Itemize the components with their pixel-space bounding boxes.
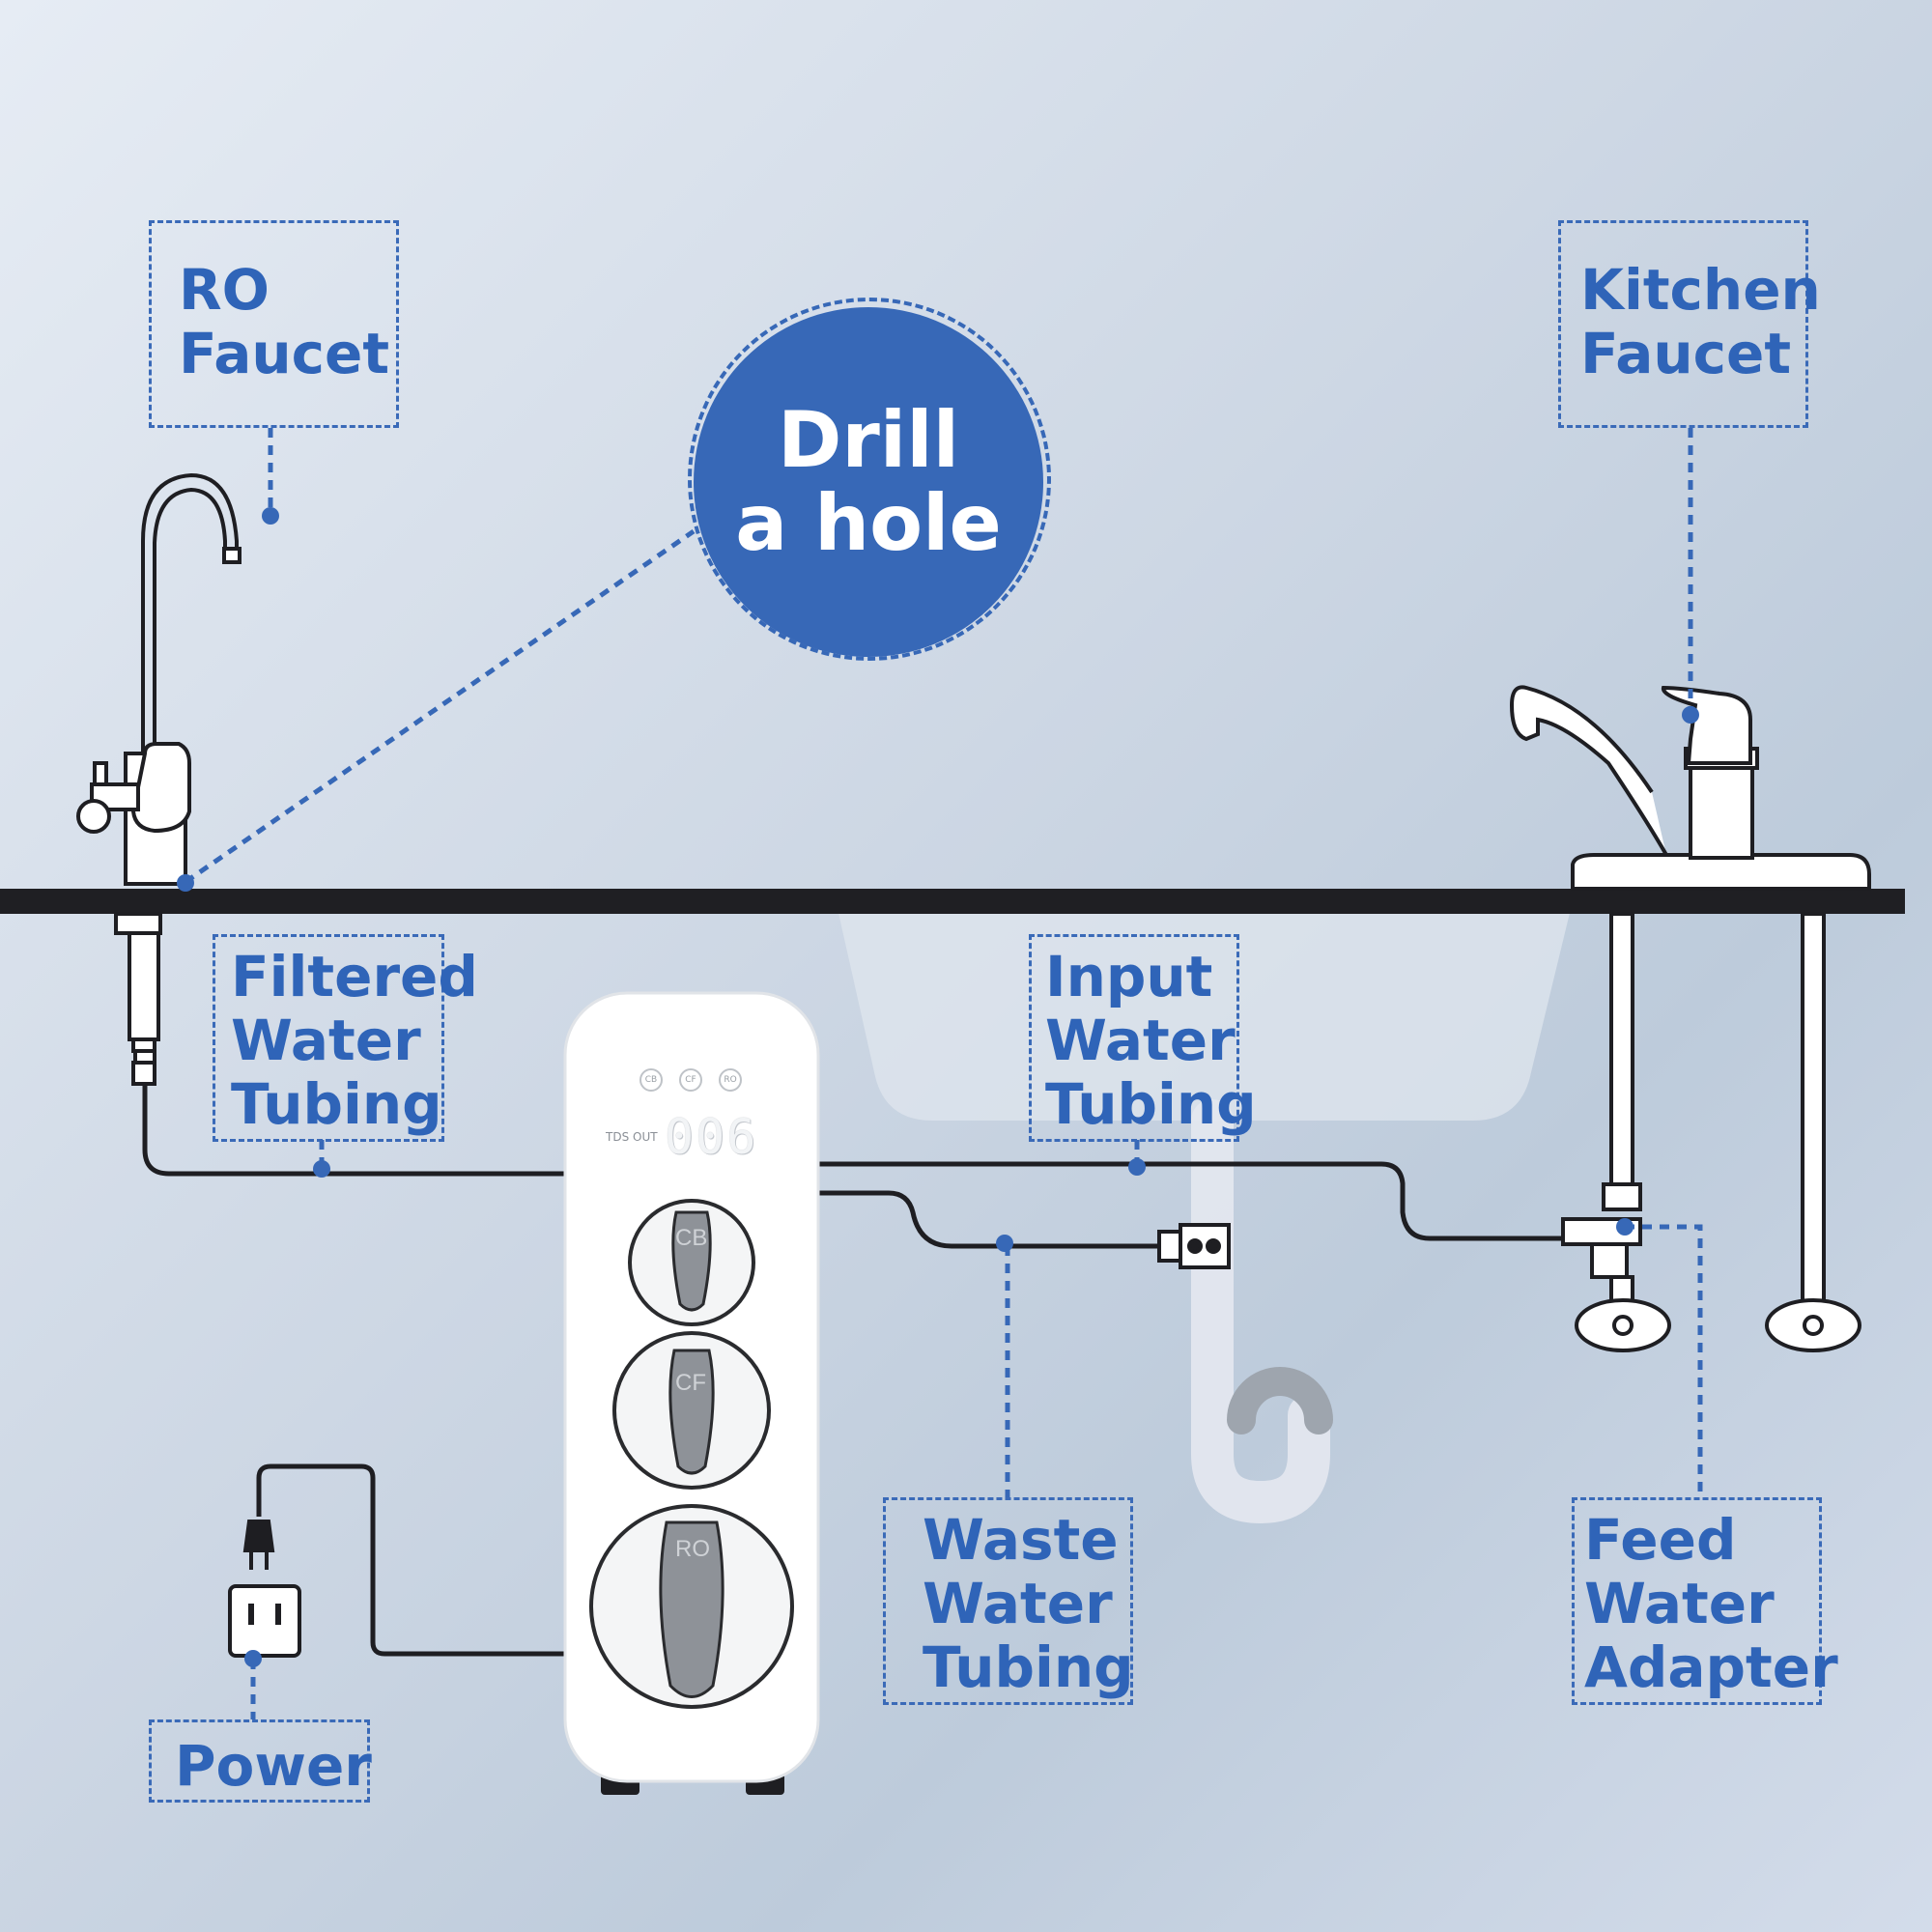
ro-purifier-device (563, 991, 820, 1795)
power-line-1: Power (175, 1733, 372, 1799)
countertop (0, 889, 1905, 914)
waste-water-line (816, 1190, 1159, 1249)
device-button-ro: RO (719, 1068, 742, 1092)
waste-water-line-1: Waste (923, 1507, 1119, 1573)
waste-water-tubing-label: Waste Water Tubing (883, 1497, 1134, 1705)
dial-cf-label: CF (675, 1370, 706, 1396)
device-button-cb: CB (639, 1068, 663, 1092)
sink-basin (838, 913, 1570, 1121)
filtered-water-line-1: Filtered (231, 944, 478, 1009)
device-button-cf: CF (679, 1068, 702, 1092)
drill-hole-ring (688, 298, 1051, 661)
ro-faucet-line-2: Faucet (179, 321, 390, 386)
drill-hole-badge: Drill a hole (694, 307, 1043, 657)
dial-ro (589, 1504, 794, 1709)
waste-water-line-2: Water (923, 1571, 1113, 1636)
power-plug (228, 1520, 301, 1658)
power-label: Power (149, 1719, 372, 1803)
dial-cb-label: CB (675, 1225, 708, 1251)
input-water-line-2: Water (1045, 1008, 1236, 1073)
ro-faucet-drawing (76, 472, 242, 1086)
ro-faucet-label: RO Faucet (149, 220, 399, 428)
drain-pipe (1191, 1099, 1330, 1524)
feed-water-line-3: Adapter (1584, 1634, 1838, 1700)
tubing-lines (142, 1082, 1563, 1657)
drill-line-2: a hole (735, 478, 1002, 568)
dial-cb (628, 1199, 755, 1326)
leader-dots (177, 507, 1699, 1667)
input-water-tubing-label: Input Water Tubing (1029, 934, 1257, 1142)
feed-water-line-2: Water (1584, 1571, 1775, 1636)
drain-trap (1227, 1367, 1333, 1435)
power-cord (256, 1463, 570, 1657)
input-water-line-3: Tubing (1045, 1071, 1257, 1137)
filtered-water-line-3: Tubing (231, 1071, 442, 1137)
feed-water-adapter-label: Feed Water Adapter (1572, 1497, 1838, 1705)
tds-display-value: 006 (665, 1109, 758, 1165)
kitchen-faucet-drawing (1509, 685, 1871, 1352)
filtered-water-line-2: Water (231, 1008, 421, 1073)
input-water-line-1: Input (1045, 944, 1213, 1009)
kitchen-faucet-line-1: Kitchen (1580, 257, 1821, 323)
drill-line-1: Drill (777, 395, 960, 485)
waste-connector (1157, 1223, 1231, 1269)
feed-water-line-1: Feed (1584, 1507, 1737, 1573)
tds-label: TDS OUT (606, 1130, 658, 1144)
kitchen-faucet-line-2: Faucet (1580, 321, 1792, 386)
dial-ro-label: RO (675, 1536, 710, 1562)
input-water-line (816, 1161, 1563, 1241)
filtered-water-line (142, 1082, 570, 1177)
waste-water-line-3: Tubing (923, 1634, 1134, 1700)
ro-faucet-line-1: RO (179, 257, 270, 323)
filtered-water-tubing-label: Filtered Water Tubing (213, 934, 478, 1142)
dial-cf (612, 1331, 771, 1490)
kitchen-faucet-label: Kitchen Faucet (1558, 220, 1821, 428)
